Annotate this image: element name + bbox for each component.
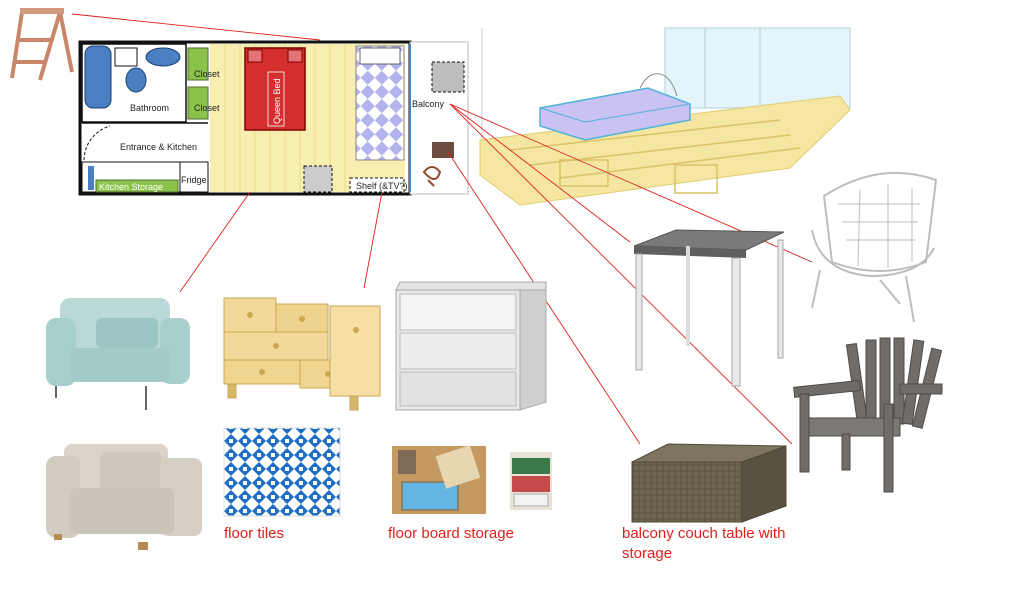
kitchen-storage-label: Kitchen Storage (99, 182, 163, 192)
bathroom-label: Bathroom (130, 103, 169, 113)
closet-top-label: Closet (194, 69, 220, 79)
bathtub (84, 45, 112, 109)
sink (145, 47, 181, 67)
drawer-storage-photo (510, 452, 552, 510)
shelf-label: Shelf (&TV?) (356, 181, 408, 191)
floor-tiles-photo (223, 427, 341, 517)
white-wire-chair (811, 171, 938, 323)
fridge-label: Fridge (181, 175, 207, 185)
adirondack-chair (793, 337, 943, 493)
mirror-chest-of-drawers (395, 281, 547, 411)
step-ladder (10, 8, 74, 81)
floor-plan: Bathroom Closet Closet Entrance & Kitche… (78, 40, 469, 196)
entrance-kitchen-label: Entrance & Kitchen (120, 142, 197, 152)
beige-armchair (46, 444, 202, 550)
closet-bottom-label: Closet (194, 103, 220, 113)
balcony-label: Balcony (412, 99, 445, 109)
floor-tiles-caption: floor tiles (224, 525, 285, 542)
queen-bed-label: Queen Bed (272, 78, 282, 124)
balcony-table (633, 229, 785, 387)
pine-chest-of-drawers (223, 297, 381, 411)
wicker-storage-table (631, 443, 787, 523)
tiled-area (355, 45, 405, 161)
balcony-table-caption: balcony couch table with storage (622, 525, 786, 562)
room-sketch (479, 27, 851, 206)
floor-board-storage-caption: floor board storage (388, 525, 514, 542)
toilet (125, 67, 147, 93)
floor-board-storage-photo (392, 445, 486, 514)
blue-armchair (46, 298, 190, 410)
